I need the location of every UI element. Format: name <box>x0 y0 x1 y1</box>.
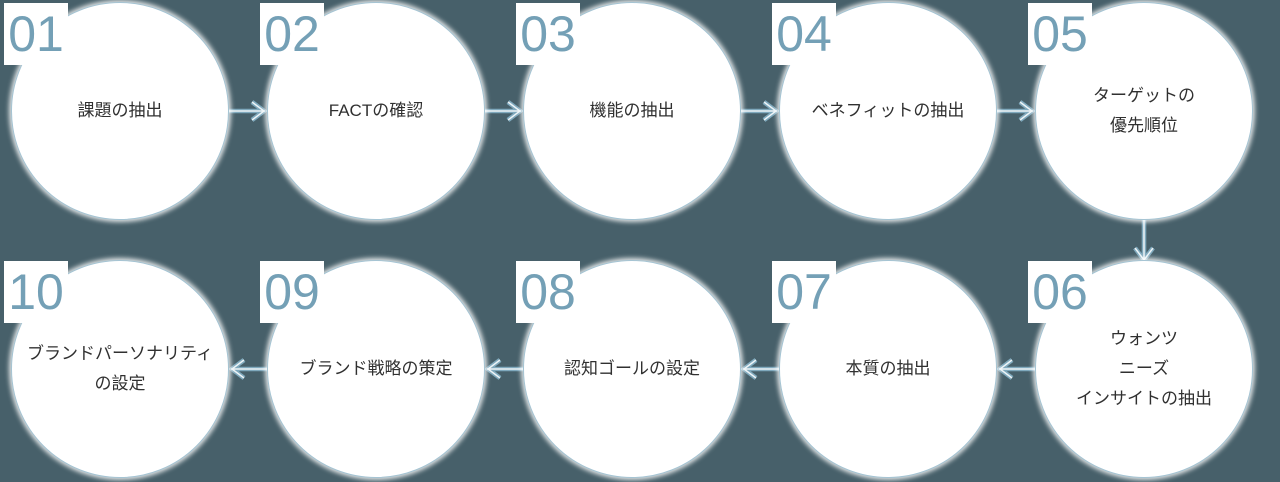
step-number-badge: 07 <box>772 261 836 323</box>
step-label-line: ウォンツ <box>1110 329 1178 348</box>
step-label-line: 本質の抽出 <box>845 359 931 378</box>
arrow-right-icon <box>996 100 1036 122</box>
step-circle-06: 06 ウォンツ ニーズ インサイトの抽出 <box>1028 260 1253 478</box>
step-circle-05: 05 ターゲットの 優先順位 <box>1028 2 1253 220</box>
arrow-right-icon <box>740 100 780 122</box>
step-label-line: ターゲットの <box>1093 86 1195 105</box>
step-label-line: 認知ゴールの設定 <box>564 359 700 378</box>
step-label-line: インサイトの抽出 <box>1076 389 1212 408</box>
step-label-line: FACTの確認 <box>328 101 424 120</box>
step-circle-10: 10 ブランドパーソナリティ の設定 <box>4 260 229 478</box>
step-label: ターゲットの 優先順位 <box>1093 81 1195 141</box>
step-label: 課題の抽出 <box>78 96 163 126</box>
arrow-right-icon <box>484 100 524 122</box>
step-number-badge: 10 <box>4 261 68 323</box>
step-circle-04: 04 ベネフィットの抽出 <box>772 2 997 220</box>
step-number-badge: 05 <box>1028 3 1092 65</box>
step-label: 認知ゴールの設定 <box>564 354 700 384</box>
step-number: 08 <box>520 264 576 320</box>
step-number-badge: 09 <box>260 261 324 323</box>
step-number: 03 <box>520 6 576 62</box>
step-number-badge: 01 <box>4 3 68 65</box>
arrow-left-icon <box>996 358 1036 380</box>
step-number-badge: 02 <box>260 3 324 65</box>
step-label-line: 課題の抽出 <box>77 101 163 120</box>
step-number: 02 <box>264 6 320 62</box>
step-circle-09: 09 ブランド戦略の策定 <box>260 260 485 478</box>
step-circle-02: 02 FACTの確認 <box>260 2 485 220</box>
step-circle-07: 07 本質の抽出 <box>772 260 997 478</box>
step-label-line: 機能の抽出 <box>589 101 675 120</box>
step-number: 04 <box>776 6 832 62</box>
arrow-right-icon <box>228 100 268 122</box>
step-circle-01: 01 課題の抽出 <box>4 2 229 220</box>
arrow-left-icon <box>228 358 268 380</box>
step-label-line: 優先順位 <box>1110 116 1178 135</box>
step-number-badge: 04 <box>772 3 836 65</box>
step-label: ウォンツ ニーズ インサイトの抽出 <box>1076 324 1212 414</box>
step-label: ブランドパーソナリティ の設定 <box>27 339 213 399</box>
step-label-line: ブランドパーソナリティ <box>27 344 213 363</box>
step-label: 機能の抽出 <box>590 96 675 126</box>
step-label: FACTの確認 <box>329 96 423 126</box>
step-number-badge: 06 <box>1028 261 1092 323</box>
step-circle-08: 08 認知ゴールの設定 <box>516 260 741 478</box>
arrow-left-icon <box>484 358 524 380</box>
arrow-left-icon <box>740 358 780 380</box>
step-label-line: ブランド戦略の策定 <box>299 359 453 378</box>
step-number-badge: 08 <box>516 261 580 323</box>
step-circle-03: 03 機能の抽出 <box>516 2 741 220</box>
step-number: 01 <box>8 6 64 62</box>
step-number: 10 <box>8 264 64 320</box>
step-number: 05 <box>1032 6 1088 62</box>
step-number: 06 <box>1032 264 1088 320</box>
step-number: 09 <box>264 264 320 320</box>
step-label: ブランド戦略の策定 <box>300 354 453 384</box>
step-label-line: ニーズ <box>1118 359 1170 378</box>
step-number-badge: 03 <box>516 3 580 65</box>
step-number: 07 <box>776 264 832 320</box>
arrow-down-icon <box>1133 218 1155 264</box>
step-label-line: ベネフィットの抽出 <box>811 101 965 120</box>
step-label: 本質の抽出 <box>846 354 931 384</box>
step-label-line: の設定 <box>94 374 146 393</box>
step-label: ベネフィットの抽出 <box>812 96 965 126</box>
